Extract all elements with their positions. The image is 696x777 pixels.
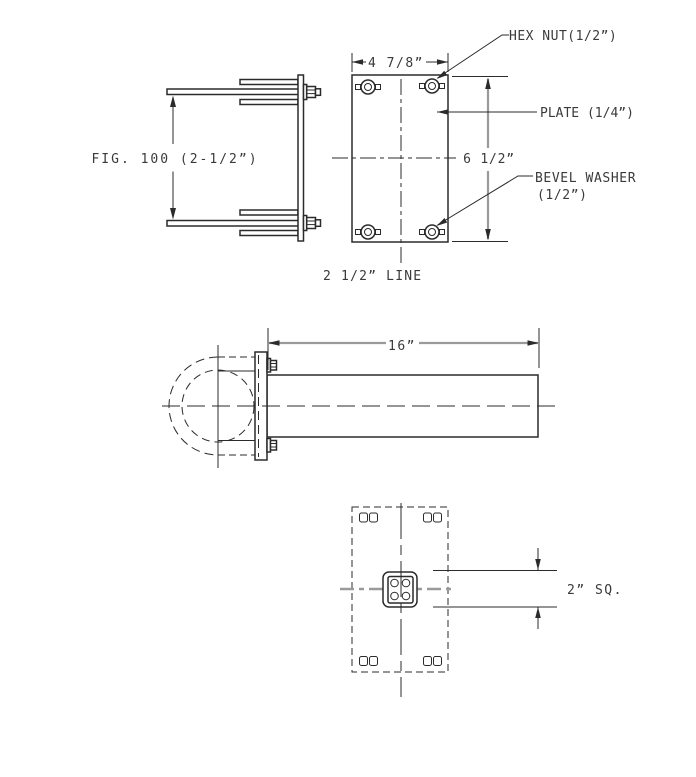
arrowhead-up <box>535 607 541 618</box>
bolt-symbol-bottom-left <box>355 224 381 240</box>
ubolt-rod-bottom-rear-lower <box>239 229 299 237</box>
square-dimension-text: 2” SQ. <box>567 583 623 598</box>
bolt-symbol-bottom-right <box>419 224 445 240</box>
clamp-side-view: FIG. 100 (2-1/2”) <box>91 74 322 242</box>
hex-nut-side-bottom <box>302 214 322 232</box>
ubolt-rod-top-rear-lower <box>239 98 299 106</box>
arrowhead-right <box>527 340 539 346</box>
arrowhead-up <box>170 95 176 107</box>
plate-front-view: 4 7/8” 6 1/2” HEX NUT(1/2”) PLATE (1/4”) <box>323 29 636 284</box>
arrowhead-up <box>485 77 491 89</box>
arm-bottom-view: 2” SQ. <box>340 503 623 697</box>
arm-side-view: 16” <box>162 328 556 468</box>
bolt-hole <box>401 591 411 601</box>
leader-arrowhead <box>436 70 448 79</box>
arrowhead-right <box>437 59 448 65</box>
width-dimension: 4 7/8” <box>351 53 449 72</box>
bolt-symbol-top-right <box>419 78 445 94</box>
arrowhead-left <box>268 340 280 346</box>
ubolt-rod-bottom-front <box>166 219 304 227</box>
height-dimension-text: 6 1/2” <box>463 152 515 167</box>
height-dimension: 6 1/2” <box>452 76 515 242</box>
ubolt-rod-top-front <box>166 88 304 96</box>
arrowhead-down <box>485 229 491 241</box>
square-dimension: 2” SQ. <box>433 548 623 629</box>
fig-title: FIG. 100 (2-1/2”) <box>91 152 258 167</box>
ubolt-rod-top-rear-upper <box>239 78 299 86</box>
ubolt-slots <box>359 512 442 666</box>
leader-arrowhead <box>437 109 449 115</box>
clamp-dimension <box>170 95 176 220</box>
bolt-head-top <box>266 357 278 373</box>
square-tube-end <box>382 571 418 608</box>
hex-nut-callout: HEX NUT(1/2”) <box>436 29 617 79</box>
plate-callout: PLATE (1/4”) <box>437 106 634 121</box>
arrowhead-down <box>535 559 541 570</box>
bolt-hole <box>390 578 399 588</box>
length-dimension: 16” <box>267 328 540 370</box>
clamp-plate-edge <box>297 74 305 242</box>
bevel-washer-label-line1: BEVEL WASHER <box>535 171 636 186</box>
bevel-washer-label-line2: (1/2”) <box>537 188 588 203</box>
arrowhead-left <box>352 59 363 65</box>
ubolt-rod-bottom-rear-upper <box>239 209 299 216</box>
pipe-line-label: 2 1/2” LINE <box>323 269 422 284</box>
width-dimension-text: 4 7/8” <box>368 56 424 71</box>
hex-nut-label: HEX NUT(1/2”) <box>509 29 617 44</box>
bolt-head-bottom <box>266 437 278 453</box>
bolt-hole <box>401 578 411 588</box>
bolt-hole <box>390 591 399 601</box>
length-dimension-text: 16” <box>388 339 416 354</box>
leader-arrowhead <box>436 218 448 226</box>
bevel-washer-callout: BEVEL WASHER (1/2”) <box>436 171 636 226</box>
bolt-symbol-top-left <box>355 79 381 95</box>
plate-label: PLATE (1/4”) <box>540 106 634 121</box>
arrowhead-down <box>170 208 176 220</box>
hex-nut-side-top <box>302 83 322 101</box>
